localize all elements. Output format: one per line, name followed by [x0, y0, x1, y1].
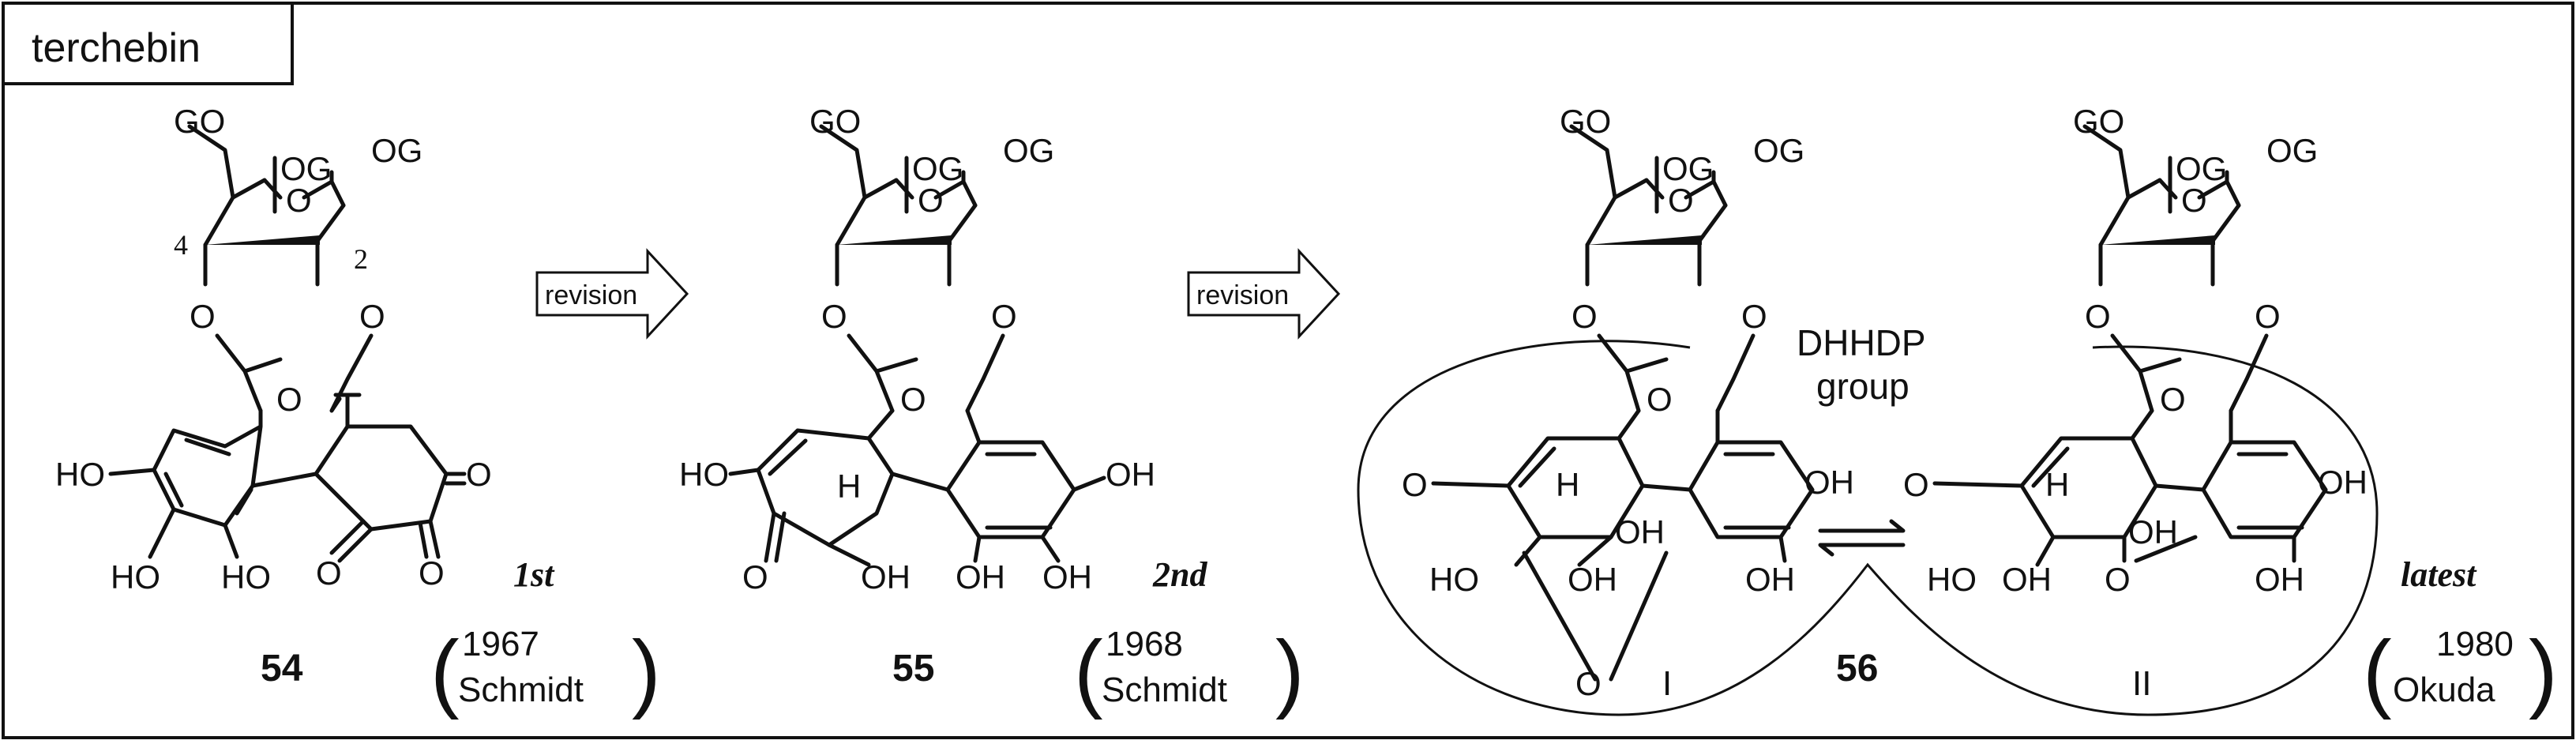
year-54: 1967: [462, 625, 539, 663]
atom-go-55: GO: [809, 103, 861, 140]
atom-ho-54a: HO: [55, 456, 105, 493]
atom-o-bridge-56b: O: [2105, 561, 2131, 598]
title-tab-box: [2, 2, 294, 85]
atom-og-56b2: OG: [2266, 132, 2318, 169]
atom-o-ketone-54a: O: [466, 456, 492, 493]
atom-o-ketone-56b: O: [1903, 466, 1929, 503]
atom-oh-56b3: OH: [2318, 464, 2368, 501]
author-54: Schmidt: [458, 671, 584, 709]
atom-oh-56a1: OH: [1615, 513, 1665, 550]
atom-h-56b: H: [2045, 466, 2069, 503]
bracket-close-55: ): [1275, 623, 1305, 720]
atom-o-ketone-54c: O: [419, 554, 445, 592]
order-55: 2nd: [1152, 555, 1207, 594]
atom-o-55b: O: [991, 298, 1017, 335]
locant-2: 2: [354, 243, 368, 275]
atom-o-ring-55: O: [918, 182, 944, 219]
atom-o-54b: O: [359, 298, 385, 335]
atom-o-ketone-56a: O: [1402, 466, 1428, 503]
atom-og-56a1: OG: [1662, 150, 1714, 187]
atom-og-55a: OG: [912, 150, 963, 187]
atom-og-56b1: OG: [2176, 150, 2227, 187]
atom-o-ketone-55: O: [742, 558, 768, 596]
locant-4: 4: [174, 229, 188, 261]
bracket-close-56: ): [2529, 623, 2558, 720]
atom-o-56a3: O: [1647, 381, 1673, 418]
atom-ho-56a: HO: [1429, 561, 1479, 598]
atom-h-56a: H: [1556, 466, 1579, 503]
atom-oh-55d: OH: [1042, 558, 1092, 596]
order-56: latest: [2401, 555, 2477, 594]
atom-oh-55b: OH: [1106, 456, 1155, 493]
atom-o-56b3: O: [2160, 381, 2186, 418]
compound-number-56: 56: [1836, 648, 1878, 690]
atom-og-54b: OG: [371, 132, 422, 169]
atom-ho-56b: HO: [1927, 561, 1977, 598]
atom-oh-56b2: OH: [2002, 561, 2052, 598]
year-56: 1980: [2436, 625, 2514, 663]
atom-o-ketone-54b: O: [316, 554, 342, 592]
revision-arrow-2: revision: [1187, 248, 1341, 340]
atom-o-56a1: O: [1572, 298, 1598, 335]
atom-go-56a: GO: [1560, 103, 1611, 140]
compound-number-55: 55: [892, 648, 934, 690]
atom-oh-56b1: OH: [2128, 513, 2178, 550]
atom-oh-56a2: OH: [1568, 561, 1617, 598]
atom-go-56b: GO: [2073, 103, 2124, 140]
atom-og-56a2: OG: [1753, 132, 1804, 169]
atom-h-55: H: [837, 468, 861, 505]
bracket-open-56: (: [2363, 623, 2392, 720]
atom-go-54: GO: [174, 103, 225, 140]
atom-o-56a2: O: [1741, 298, 1767, 335]
atom-o-56b1: O: [2085, 298, 2111, 335]
dhhdp-label-2: group: [1816, 366, 1909, 407]
bracket-open-55: (: [1074, 623, 1103, 720]
revision-label-2: revision: [1196, 280, 1289, 310]
equilibrium-backward: [1818, 543, 1906, 557]
atom-ho-54b: HO: [111, 558, 160, 596]
atom-og-55b: OG: [1003, 132, 1054, 169]
author-55: Schmidt: [1102, 671, 1227, 709]
dhhdp-label-1: DHHDP: [1797, 322, 1926, 363]
part-label-1: I: [1662, 664, 1672, 703]
atom-ho-55a: HO: [679, 456, 729, 493]
atom-o-ring-56b: O: [2181, 182, 2207, 219]
order-54: 1st: [513, 555, 555, 594]
bracket-close-54: ): [632, 623, 661, 720]
revision-arrow-1: revision: [535, 248, 689, 340]
atom-o-54a: O: [190, 298, 216, 335]
atom-oh-56a4: OH: [1745, 561, 1795, 598]
atom-o-ring-54: O: [286, 182, 312, 219]
atom-oh-56b4: OH: [2255, 561, 2304, 598]
year-55: 1968: [1106, 625, 1183, 663]
revision-label-1: revision: [545, 280, 637, 310]
equilibrium-forward: [1818, 519, 1906, 533]
atom-oh-56a3: OH: [1804, 464, 1854, 501]
atom-o-56b2: O: [2255, 298, 2281, 335]
atom-o-55c: O: [900, 381, 926, 418]
structure-56: DHHDP group GO OG OG O O O O O H OH HO O…: [1357, 103, 2558, 720]
atom-ho-54c: HO: [221, 558, 271, 596]
structure-54: GO OG OG O 4 2 O O O O O O HO HO HO 54 1…: [55, 103, 661, 720]
author-56: Okuda: [2393, 671, 2495, 709]
atom-o-54c: O: [276, 381, 302, 418]
atom-og-54a: OG: [280, 150, 332, 187]
atom-o-ring-56a: O: [1668, 182, 1694, 219]
atom-oh-55c: OH: [956, 558, 1005, 596]
atom-o-55a: O: [821, 298, 847, 335]
atom-o-bridge-56a: O: [1575, 665, 1602, 702]
part-label-2: II: [2132, 664, 2151, 703]
structure-55: GO OG OG O O O O H O HO OH OH OH OH 55 2…: [679, 103, 1305, 720]
compound-number-54: 54: [261, 648, 303, 690]
dhhdp-outline: [1357, 340, 2379, 716]
bracket-open-54: (: [430, 623, 460, 720]
title-tab: terchebin: [32, 25, 201, 71]
